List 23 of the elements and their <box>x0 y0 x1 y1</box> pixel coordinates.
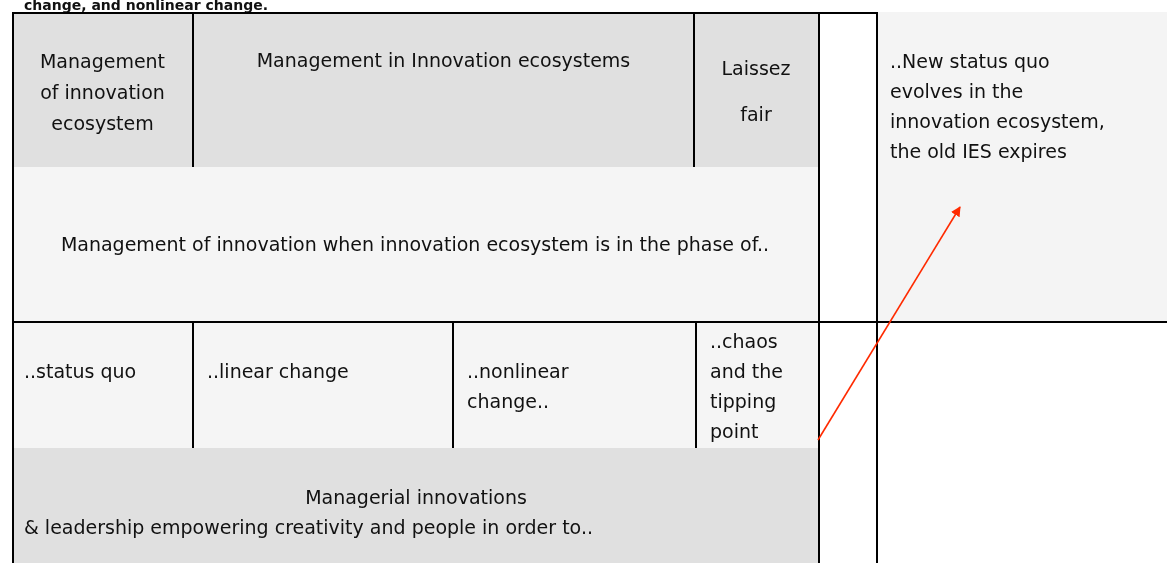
cell-text: Management of innovation when innovation ecosystem is in the phase of.. <box>59 232 771 257</box>
table-cell <box>193 12 694 167</box>
cell-text: Management of innovation ecosystem <box>38 49 167 136</box>
cell-text: ..chaos and the tipping point <box>710 329 784 444</box>
cell-text: ..nonlinear change.. <box>467 359 570 414</box>
cell-text: Laissez fair <box>720 56 792 127</box>
table-cell <box>696 322 818 448</box>
cell-text: ..New status quo evolves in the innovation ecosystem, the old IES expires <box>890 49 1106 164</box>
table-cell <box>12 167 818 322</box>
table-cell <box>12 448 818 563</box>
cell-text: Managerial innovations <box>304 485 528 510</box>
table-cell <box>12 322 193 448</box>
cell-text: ..linear change <box>207 359 350 384</box>
cell-text: & leadership empowering creativity and people in order to.. <box>24 515 594 540</box>
table-cell <box>453 322 696 448</box>
table-cell <box>12 12 193 167</box>
arrow <box>817 206 961 441</box>
table-cell <box>876 12 1167 322</box>
cell-text: ..status quo <box>24 359 138 384</box>
title: change, and nonlinear change. <box>24 0 269 12</box>
table-cell <box>193 322 453 448</box>
cell-text: Management in Innovation ecosystems <box>255 48 632 73</box>
table-cell <box>694 12 818 167</box>
